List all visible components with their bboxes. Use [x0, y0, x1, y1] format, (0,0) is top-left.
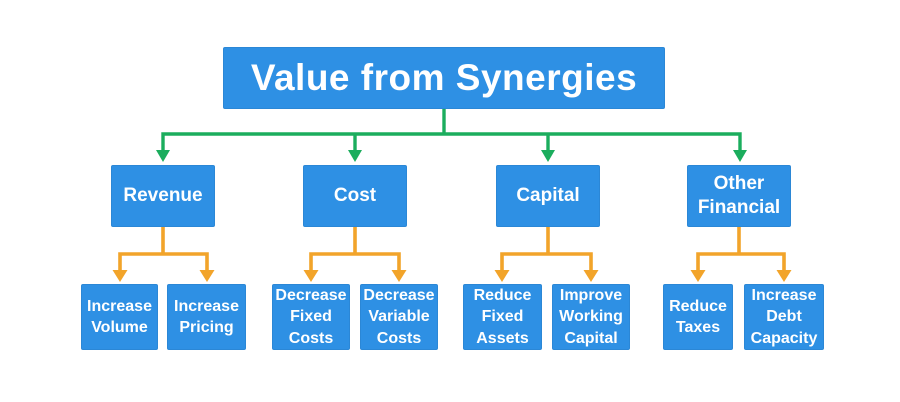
arrow-down-icon: [494, 270, 510, 282]
branch-bar-line: [161, 132, 742, 151]
arrow-down-icon: [348, 150, 362, 162]
arrow-down-icon: [541, 150, 555, 162]
branch-bar-line: [500, 252, 593, 271]
orange-connector-cost: [303, 227, 407, 282]
branch-bar-line: [309, 252, 401, 271]
node-reduce-fixed-assets: Reduce Fixed Assets: [463, 284, 542, 350]
node-decrease-fixed-costs: Decrease Fixed Costs: [272, 284, 350, 350]
arrow-down-icon: [303, 270, 319, 282]
node-increase-volume: Increase Volume: [81, 284, 158, 350]
node-increase-debt-capacity: Increase Debt Capacity: [744, 284, 824, 350]
arrow-down-icon: [391, 270, 407, 282]
node-improve-working-capital: Improve Working Capital: [552, 284, 630, 350]
node-capital: Capital: [496, 165, 600, 227]
arrow-down-icon: [199, 270, 215, 282]
orange-connector-other-financial: [690, 227, 792, 282]
node-reduce-taxes: Reduce Taxes: [663, 284, 733, 350]
node-cost: Cost: [303, 165, 407, 227]
node-increase-pricing: Increase Pricing: [167, 284, 246, 350]
arrow-down-icon: [112, 270, 128, 282]
node-revenue: Revenue: [111, 165, 215, 227]
node-decrease-variable-costs: Decrease Variable Costs: [360, 284, 438, 350]
arrow-down-icon: [583, 270, 599, 282]
orange-connector-capital: [494, 227, 599, 282]
green-connector: [156, 108, 747, 162]
branch-bar-line: [118, 252, 209, 271]
arrow-down-icon: [733, 150, 747, 162]
node-value-from-synergies: Value from Synergies: [223, 47, 665, 109]
arrow-down-icon: [156, 150, 170, 162]
arrow-down-icon: [776, 270, 792, 282]
branch-bar-line: [696, 252, 786, 271]
arrow-down-icon: [690, 270, 706, 282]
orange-connector-revenue: [112, 227, 215, 282]
node-other-financial: Other Financial: [687, 165, 791, 227]
